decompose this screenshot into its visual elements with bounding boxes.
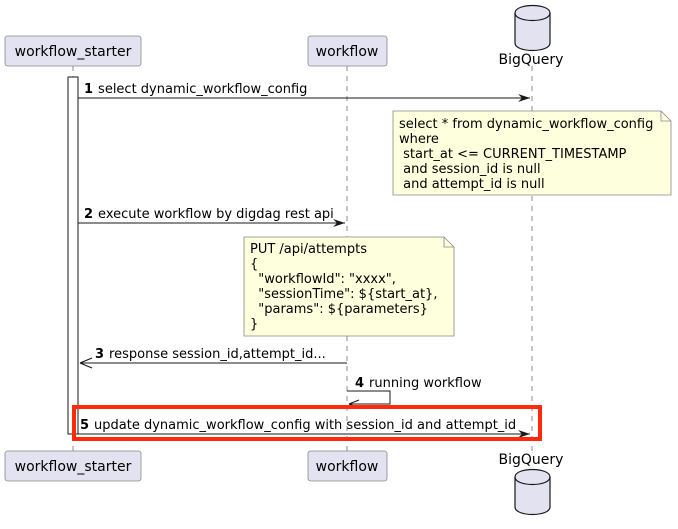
participant-workflow-starter-top[interactable]: workflow_starter (4, 35, 142, 67)
message-number: 1 (84, 82, 93, 97)
note-line: start_at <= CURRENT_TIMESTAMP (399, 147, 627, 162)
message-label: execute workflow by digdag rest api (98, 207, 334, 222)
database-icon (514, 4, 551, 52)
note-line: "sessionTime": ${start_at}, (250, 287, 437, 302)
note-line: PUT /api/attempts (250, 242, 367, 257)
note-line: and attempt_id is null (399, 177, 545, 192)
participant-workflow-bottom[interactable]: workflow (307, 450, 388, 482)
participant-label: workflow (316, 459, 379, 475)
message-number: 4 (355, 376, 364, 391)
arrowhead-icon (333, 219, 345, 227)
participant-workflow-starter-bottom[interactable]: workflow_starter (4, 450, 142, 482)
note-api-request: PUT /api/attempts { "workflowId": "xxxx"… (243, 236, 455, 337)
message-label: select dynamic_workflow_config (98, 82, 307, 97)
note-line: { (250, 257, 258, 272)
message-label: update dynamic_workflow_config with sess… (94, 418, 516, 433)
participant-label: workflow_starter (15, 44, 132, 60)
note-line: } (250, 317, 258, 332)
highlight-box (72, 405, 542, 441)
database-icon (514, 468, 551, 516)
participant-bigquery-bottom[interactable]: BigQuery (499, 452, 564, 516)
participant-workflow-top[interactable]: workflow (307, 35, 388, 67)
note-bigquery-query: select * from dynamic_workflow_config wh… (392, 110, 672, 196)
note-line: "workflowId": "xxxx", (250, 272, 396, 287)
message-4[interactable]: 4 running workflow (347, 376, 482, 409)
arrowhead-icon (518, 94, 530, 102)
message-number: 2 (84, 207, 93, 222)
participant-label: BigQuery (499, 52, 564, 68)
note-line: select * from dynamic_workflow_config (399, 117, 653, 132)
participant-label: BigQuery (499, 452, 564, 468)
message-3[interactable]: 3 response session_id,attempt_id... (79, 347, 347, 369)
arrowhead-icon (518, 430, 530, 438)
arrowhead-icon (79, 357, 93, 369)
note-line: "params": ${parameters} (250, 302, 428, 317)
message-1[interactable]: 1 select dynamic_workflow_config (78, 82, 530, 102)
activation-bar (67, 76, 79, 435)
message-label: response session_id,attempt_id... (109, 347, 326, 362)
message-5[interactable]: 5 update dynamic_workflow_config with ses… (78, 418, 530, 438)
message-label: running workflow (369, 376, 482, 391)
message-number: 3 (95, 347, 104, 362)
participant-label: workflow_starter (15, 459, 132, 475)
note-line: where (399, 132, 439, 147)
participant-label: workflow (316, 44, 379, 60)
note-line: and session_id is null (399, 162, 541, 177)
message-2[interactable]: 2 execute workflow by digdag rest api (78, 207, 345, 227)
participant-bigquery-top[interactable]: BigQuery (499, 4, 564, 69)
message-number: 5 (80, 418, 89, 433)
